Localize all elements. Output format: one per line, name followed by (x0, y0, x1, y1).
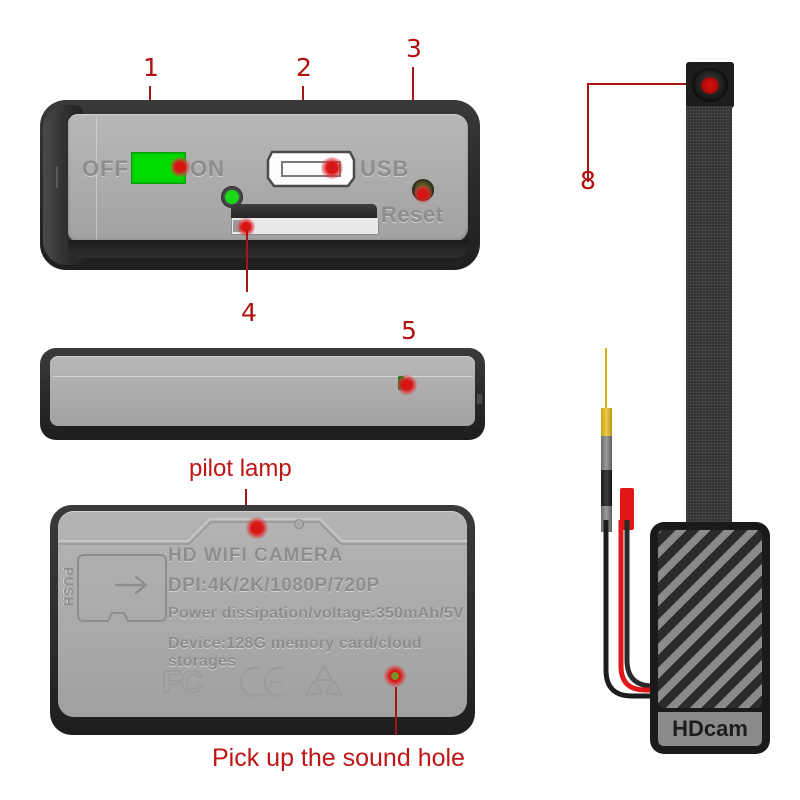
red-connector (620, 488, 634, 530)
small-vent-hole (294, 519, 304, 529)
microsd-slot-top (231, 204, 377, 218)
spec-line-4: Device:128G memory card/cloud storages (168, 635, 422, 670)
lanyard-slot (56, 166, 58, 188)
callout-leader-8 (587, 83, 705, 182)
hdcam-label-plate (658, 712, 762, 746)
front-view-device: OFF ON USB Reset (40, 100, 480, 270)
callout-number-5: 5 (401, 316, 417, 345)
hdcam-brand-label: HDcam (672, 716, 748, 741)
callout-dot-5 (397, 375, 417, 395)
hdcam-hatch-surface (658, 530, 762, 708)
callout-number-8: 8 (580, 166, 596, 195)
back-pilot-lamp-dot (246, 517, 268, 539)
antenna-sleeve-black (601, 470, 612, 506)
side-view-device (40, 348, 485, 440)
antenna-ferrule (601, 408, 612, 436)
callout-number-1: 1 (143, 53, 159, 82)
antenna-sleeve-gray-2 (601, 506, 612, 532)
antenna-wire (605, 348, 607, 408)
callout-dot-4 (237, 218, 255, 236)
switch-on-label: ON (190, 156, 225, 181)
pilot-lamp-caption: pilot lamp (189, 455, 292, 482)
camera-lens-center (701, 77, 719, 94)
sound-hole-leader (395, 687, 397, 735)
callout-leader-4 (246, 230, 248, 292)
recycle-logo-icon (305, 665, 343, 696)
usb-label: USB (360, 156, 410, 181)
fc-logo-icon: FC (162, 665, 204, 699)
back-panel-device: PUSH HD WIFI CAMERA DPI:4K/2K/1080P/720P… (50, 505, 475, 735)
callout-dot-1 (170, 157, 190, 177)
sound-hole (391, 672, 399, 680)
front-bottom-lip (68, 240, 468, 258)
hdcam-module: HDcam (650, 522, 770, 754)
side-face-seam (52, 376, 473, 377)
status-led (225, 190, 239, 204)
reset-label: Reset (381, 202, 444, 227)
sound-hole-caption: Pick up the sound hole (212, 744, 465, 772)
side-edge-notch (477, 394, 482, 404)
pilot-lamp-leader (245, 489, 247, 518)
microsd-slot[interactable] (231, 218, 379, 235)
switch-off-label: OFF (82, 156, 129, 181)
spec-line-1: HD WIFI CAMERA (168, 545, 344, 566)
microsd-push-icon (77, 554, 167, 622)
push-label: PUSH (61, 567, 76, 608)
front-face-seam (96, 116, 97, 240)
antenna-sleeve-gray (601, 436, 612, 470)
callout-number-3: 3 (406, 34, 422, 63)
ce-logo-icon (239, 667, 285, 697)
callout-dot-3 (414, 185, 432, 203)
spec-line-2: DPI:4K/2K/1080P/720P (168, 575, 380, 596)
spec-line-3: Power dissipation/voltage:350mAh/5V (168, 605, 464, 622)
svg-text:FC: FC (162, 665, 203, 699)
callout-number-4: 4 (241, 298, 257, 327)
callout-dot-2 (321, 157, 343, 179)
callout-number-2: 2 (296, 53, 312, 82)
ribbon-cable-strip (686, 106, 732, 524)
